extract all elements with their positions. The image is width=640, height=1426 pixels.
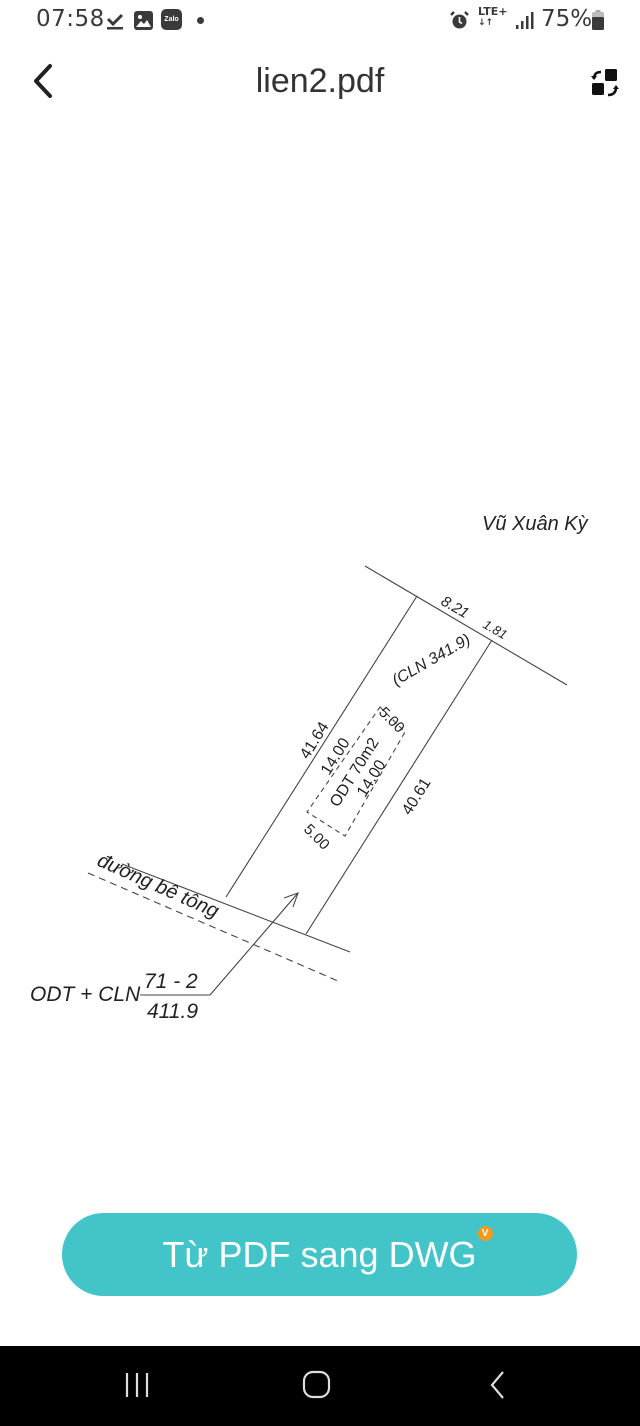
vip-badge-icon: V — [477, 1225, 493, 1241]
top-edge-segment: 1.81 — [481, 617, 510, 643]
convert-pdf-to-dwg-button[interactable]: Từ PDF sang DWG V — [62, 1213, 577, 1296]
odt-width-top: 5.00 — [375, 704, 408, 737]
convert-swap-icon — [591, 69, 619, 97]
home-button[interactable] — [292, 1368, 342, 1404]
back-nav-button[interactable] — [472, 1368, 522, 1404]
notification-dot-icon — [197, 17, 204, 24]
back-nav-icon — [490, 1371, 504, 1399]
status-bar: 07:58 Zalo LTE+↓↑ 75% — [0, 0, 640, 40]
home-icon — [302, 1370, 331, 1399]
battery-icon — [592, 10, 604, 30]
land-use-label: ODT + CLN — [30, 983, 141, 1006]
recent-apps-button[interactable] — [114, 1368, 164, 1404]
alarm-icon — [450, 11, 469, 29]
top-edge-length: 8.21 — [438, 593, 472, 622]
pdf-drawing-canvas[interactable]: Vũ Xuân Kỳ 8.21 1.81 (CLN 341.9) 41.64 1… — [0, 120, 640, 1200]
parcel-label: (CLN 341.9) — [390, 631, 474, 689]
right-edge-length: 40.61 — [399, 775, 435, 818]
battery-percent: 75% — [541, 6, 593, 32]
app-bar: lien2.pdf — [0, 50, 640, 120]
system-nav-bar — [0, 1346, 640, 1426]
zalo-icon: Zalo — [161, 9, 182, 30]
cta-label: Từ PDF sang DWG — [162, 1233, 477, 1275]
zalo-label: Zalo — [164, 16, 179, 23]
network-type: LTE+ — [478, 5, 508, 18]
cta-label-wrap: Từ PDF sang DWG V — [162, 1225, 493, 1276]
signal-icon — [516, 12, 534, 29]
recent-apps-icon — [125, 1373, 149, 1397]
parcel-number: 71 - 2 — [144, 970, 198, 993]
lte-icon: LTE+↓↑ — [478, 5, 508, 28]
chevron-left-icon — [34, 64, 52, 98]
back-button[interactable] — [26, 62, 62, 102]
download-done-icon — [106, 13, 124, 30]
document-title: lien2.pdf — [255, 62, 385, 100]
road-label: đường bê tông — [94, 849, 222, 922]
status-time: 07:58 — [36, 6, 105, 32]
convert-format-button[interactable] — [588, 66, 622, 100]
parcel-area: 411.9 — [147, 1000, 198, 1023]
gallery-icon — [134, 11, 153, 30]
neighbor-label: Vũ Xuân Kỳ — [482, 513, 589, 535]
